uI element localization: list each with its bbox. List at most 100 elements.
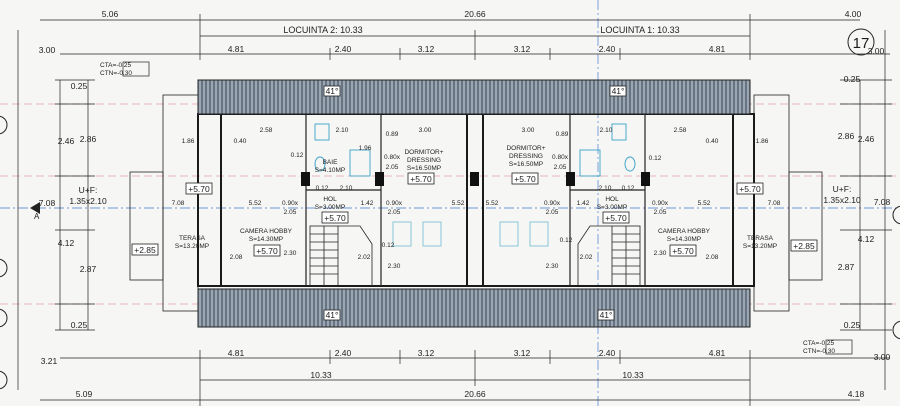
left-window-label: U+F: 1.35x2.10: [69, 185, 107, 206]
dim-top-unit-right: LOCUINTA 1: 10.33: [600, 25, 679, 35]
dim-right-outer-mid: 7.08: [874, 197, 891, 207]
window-left-type: U+F:: [79, 185, 98, 195]
page-number: 17: [853, 35, 870, 52]
room-camera-right-name: CAMERA HOBBY: [658, 228, 711, 235]
dim-right-d: 2.87: [838, 262, 855, 272]
inner-dimension-label: 2.02: [358, 254, 371, 261]
dim-top-seg-6: 4.81: [709, 44, 726, 54]
inner-dimension-label: 3.00: [522, 127, 535, 134]
inner-dimension-label: 2.58: [674, 127, 687, 134]
inner-dimension-label: 0.90x: [652, 200, 669, 207]
room-camera-left-area: S=14.30MP: [249, 236, 283, 243]
dim-left-a: 2.46: [58, 136, 75, 146]
inner-dimension-label: 2.05: [554, 164, 567, 171]
inner-dimension-label: 1.42: [361, 200, 374, 207]
left-dimension-labels: 3.00 7.08 3.21 0.25 2.46 2.86 4.12 2.87 …: [39, 45, 97, 366]
inner-dimension-label: 0.12: [291, 152, 304, 159]
roof-slope-labels: 41° 41° 41° 41°: [323, 85, 627, 321]
inner-dimension-label: 5.52: [249, 200, 262, 207]
right-dimension-labels: 3.00 7.08 3.00 0.25 2.46 2.86 4.12 2.87 …: [838, 46, 891, 362]
bathroom-fixtures: [314, 123, 636, 177]
inner-dimension-label: 0.40: [234, 138, 247, 145]
inner-dimension-label: 2.30: [654, 250, 667, 257]
window-right-type: U+F:: [833, 184, 852, 194]
dim-bottom-seg-6: 4.81: [709, 348, 726, 358]
inner-dimension-label: 0.89: [556, 131, 569, 138]
dim-right-a: 2.46: [858, 134, 875, 144]
inner-dimension-label: 2.02: [580, 254, 593, 261]
interior-partitions: [305, 114, 646, 286]
inner-dimension-labels: 2.58 2.10 0.89 3.00 1.86 0.40 0.12 1.96 …: [172, 127, 781, 270]
room-hol-right-name: HOL: [605, 196, 619, 203]
inner-dimension-label: 0.80x: [552, 154, 569, 161]
inner-dimension-label: 0.12: [622, 185, 635, 192]
dim-left-outer-top: 3.00: [39, 45, 56, 55]
inner-dimension-label: 2.30: [388, 263, 401, 270]
section-marker-a: A: [30, 202, 40, 221]
inner-dimension-label: 2.10: [599, 185, 612, 192]
roof-bottom: [197, 288, 751, 328]
dim-top-seg-1: 4.81: [228, 44, 245, 54]
roof-slope-tl: 41°: [326, 86, 339, 96]
inner-dimension-label: 2.30: [546, 263, 559, 270]
right-dimension-chain: [840, 30, 892, 390]
inner-dimension-label: 0.12: [316, 185, 329, 192]
room-hol-right-area: S=3.00MP: [597, 204, 628, 211]
dim-top-overall-right: 4.00: [845, 9, 862, 19]
dim-bottom-seg-1: 4.81: [228, 348, 245, 358]
level-cta-bottom: CTA=-0.25: [803, 340, 835, 347]
inner-dimension-label: 2.30: [284, 250, 297, 257]
window-left-size: 1.35x2.10: [69, 196, 107, 206]
inner-dimension-label: 1.86: [182, 138, 195, 145]
dim-left-c: 4.12: [58, 238, 75, 248]
inner-dimension-label: 0.90x: [386, 200, 403, 207]
room-labels: BAIE S=4.10MP DORMITOR+ DRESSING S=16.50…: [175, 145, 777, 250]
dim-left-b: 2.86: [80, 134, 97, 144]
dim-top-overall-center: 20.66: [464, 9, 486, 19]
section-marker-label: A: [34, 212, 40, 221]
inner-dimension-label: 0.12: [649, 155, 662, 162]
dim-bottom-seg-4: 3.12: [514, 348, 531, 358]
room-camera-left-name: CAMERA HOBBY: [240, 228, 293, 235]
room-terasa-right-area: S=13.20MP: [743, 243, 777, 250]
room-terasa-right-name: TERASA: [747, 235, 774, 242]
elev-camera-right: +5.70: [672, 246, 694, 256]
bottom-right-level-tag: CTA=-0.25 CTN=-0.30: [803, 339, 853, 355]
bottom-dimension-chain: [40, 350, 890, 406]
right-window-label: U+F: 1.35x2.10: [823, 184, 861, 205]
dim-top-seg-4: 3.12: [514, 44, 531, 54]
elev-dormitor-left: +5.70: [410, 174, 432, 184]
left-dimension-chain: [17, 30, 95, 390]
dim-bottom-seg-5: 2.40: [599, 348, 616, 358]
elev-terrace-right: +5.70: [739, 184, 761, 194]
roof-slope-tr: 41°: [612, 86, 625, 96]
window-right-size: 1.35x2.10: [823, 195, 861, 205]
roof-slope-br: 41°: [600, 310, 613, 320]
dim-bottom-unit-left: 10.33: [310, 370, 332, 380]
inner-dimension-label: 0.90x: [544, 200, 561, 207]
room-dormitor-right-name: DORMITOR+: [506, 145, 545, 152]
elev-outside-left: +2.85: [134, 245, 156, 255]
inner-dimension-label: 0.90x: [282, 200, 299, 207]
level-cta-top: CTA=-0.25: [100, 62, 132, 69]
top-dimension-labels: 5.06 20.66 4.00 LOCUINTA 2: 10.33 LOCUIN…: [102, 9, 862, 54]
room-hol-left-name: HOL: [323, 196, 337, 203]
dim-bottom-seg-3: 3.12: [418, 348, 435, 358]
inner-dimension-label: 5.52: [698, 200, 711, 207]
inner-dimension-label: 2.05: [546, 209, 559, 216]
inner-dimension-label: 2.05: [386, 164, 399, 171]
inner-dimension-label: 7.08: [172, 200, 185, 207]
dim-left-outer-mid: 7.08: [39, 198, 56, 208]
room-hol-left-area: S=3.00MP: [315, 204, 346, 211]
dim-left-inner-bottom: 0.25: [71, 320, 88, 330]
inner-dimension-label: 2.08: [706, 254, 719, 261]
dim-right-inner-top: 0.25: [844, 74, 861, 84]
dim-right-c: 4.12: [858, 234, 875, 244]
dim-left-outer-bottom: 3.21: [41, 356, 58, 366]
elev-outside-right: +2.85: [793, 241, 815, 251]
room-dormitor-left-area: S=16.50MP: [407, 165, 441, 172]
dim-left-inner-top: 0.25: [71, 81, 88, 91]
